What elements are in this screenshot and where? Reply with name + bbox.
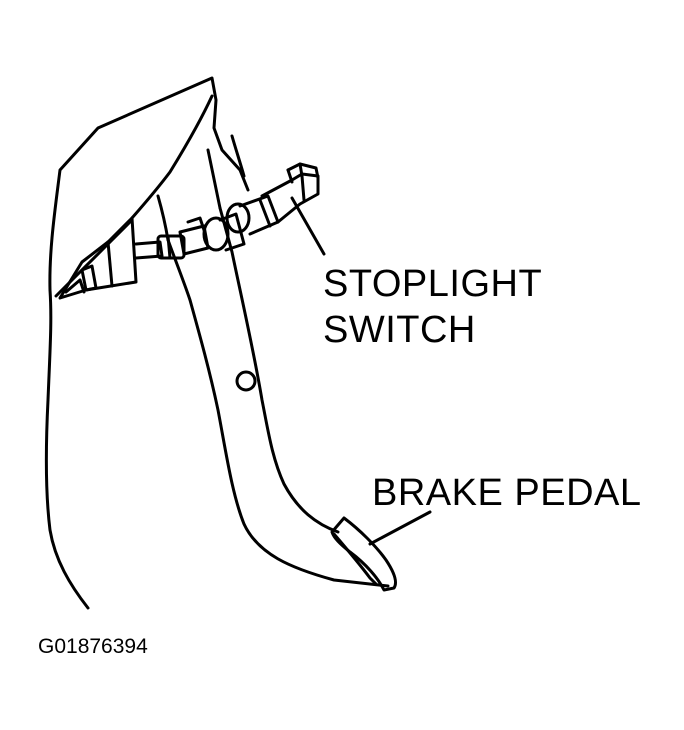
figure-id: G01876394 bbox=[38, 635, 148, 658]
pedal-pad bbox=[330, 516, 398, 592]
brake-pedal-label: BRAKE PEDAL bbox=[372, 472, 642, 514]
switch-body bbox=[238, 194, 280, 236]
stoplight-switch-label: STOPLIGHT SWITCH bbox=[323, 261, 542, 353]
pedal-arm-right bbox=[218, 206, 340, 534]
support-curve-right bbox=[230, 134, 246, 178]
support-curve-left bbox=[156, 194, 170, 242]
bracket-face bbox=[106, 240, 114, 288]
brake-leader-line bbox=[368, 510, 432, 546]
stoplight-leader-line bbox=[290, 196, 326, 256]
pedal-arm bbox=[166, 238, 390, 588]
push-rod bbox=[134, 240, 164, 260]
lock-nut-2 bbox=[225, 202, 251, 234]
bracket-tab bbox=[80, 264, 98, 292]
stoplight-switch-label-line2: SWITCH bbox=[323, 309, 476, 351]
stoplight-switch-label-line1: STOPLIGHT bbox=[323, 263, 543, 305]
firewall-panel bbox=[44, 76, 250, 610]
support-curve-mid bbox=[206, 148, 222, 210]
stoplight-switch bbox=[260, 172, 320, 224]
pedal-hole bbox=[235, 370, 257, 392]
panel-inner-curve bbox=[130, 94, 214, 220]
